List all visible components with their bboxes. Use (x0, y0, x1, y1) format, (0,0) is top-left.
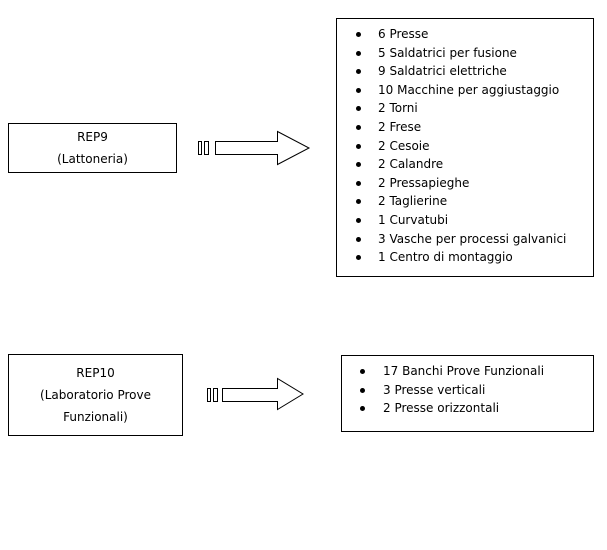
bullet-icon (356, 199, 361, 205)
bullet-icon (356, 50, 361, 56)
department-subtitle: (Laboratorio Prove (40, 388, 151, 402)
department-subtitle: (Lattoneria) (57, 152, 128, 166)
list-item: 2 Taglierine (337, 192, 593, 211)
list-item: 3 Presse verticali (342, 381, 593, 400)
bullet-icon (356, 162, 361, 168)
list-item: 2 Frese (337, 118, 593, 137)
bullet-icon (356, 106, 361, 112)
list-item: 2 Cesoie (337, 137, 593, 156)
arrow-right-icon (207, 377, 304, 411)
bullet-icon (356, 217, 361, 223)
list-item: 5 Saldatrici per fusione (337, 44, 593, 63)
list-item: 1 Curvatubi (337, 211, 593, 230)
list-item: 10 Macchine per aggiustaggio (337, 81, 593, 100)
list-item: 6 Presse (337, 25, 593, 44)
list-item: 2 Pressapieghe (337, 174, 593, 193)
bullet-icon (356, 69, 361, 75)
equipment-list-rep10: 17 Banchi Prove Funzionali 3 Presse vert… (341, 355, 594, 432)
list-item: 9 Saldatrici elettriche (337, 62, 593, 81)
department-box-rep9: REP9 (Lattoneria) (8, 123, 177, 173)
bullet-icon (356, 87, 361, 93)
list-item: 17 Banchi Prove Funzionali (342, 362, 593, 381)
bullet-icon (360, 387, 365, 393)
list-item: 1 Centro di montaggio (337, 248, 593, 267)
list-item: 2 Torni (337, 99, 593, 118)
bullet-icon (356, 32, 361, 37)
bullet-icon (360, 369, 365, 374)
department-box-rep10: REP10 (Laboratorio Prove Funzionali) (8, 354, 183, 436)
list-item: 2 Presse orizzontali (342, 399, 593, 418)
arrow-right-icon (198, 130, 311, 166)
equipment-list-rep9: 6 Presse 5 Saldatrici per fusione 9 Sald… (336, 18, 594, 277)
list-item: 2 Calandre (337, 155, 593, 174)
bullet-icon (356, 143, 361, 149)
department-name: REP10 (76, 366, 115, 380)
department-name: REP9 (77, 130, 108, 144)
bullet-icon (360, 406, 365, 411)
bullet-icon (356, 255, 361, 261)
bullet-icon (356, 124, 361, 130)
bullet-icon (356, 236, 361, 242)
bullet-icon (356, 180, 361, 186)
list-item: 3 Vasche per processi galvanici (337, 230, 593, 249)
department-subtitle: Funzionali) (63, 410, 128, 424)
